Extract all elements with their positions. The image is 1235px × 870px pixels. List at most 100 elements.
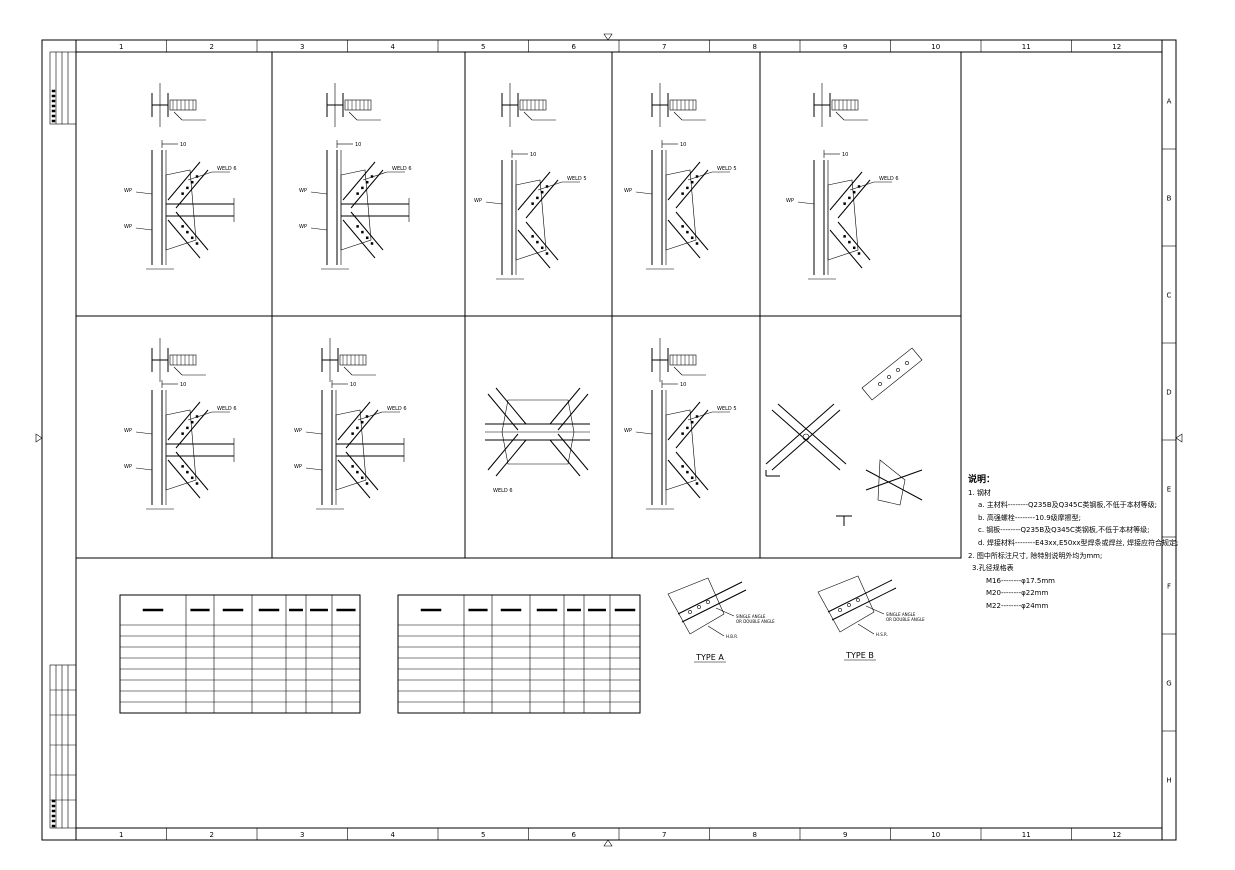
bolt-mark bbox=[186, 230, 189, 234]
bolt-mark bbox=[360, 420, 364, 424]
bolt-mark bbox=[181, 432, 184, 435]
leader-line bbox=[348, 111, 358, 121]
bolt-mark bbox=[186, 426, 189, 430]
lower-brace bbox=[667, 211, 709, 259]
column-label-bottom: 8 bbox=[753, 831, 757, 839]
weld-leader bbox=[357, 411, 383, 421]
angle-member bbox=[677, 581, 747, 623]
leader-line bbox=[173, 366, 183, 376]
lower-brace bbox=[167, 451, 209, 499]
bolt bbox=[847, 603, 851, 607]
x-brace-sketch bbox=[765, 347, 923, 526]
brace-leg bbox=[487, 433, 527, 477]
strip-glyph bbox=[51, 114, 56, 118]
wp-leader bbox=[135, 191, 153, 195]
column-label-bottom: 12 bbox=[1112, 831, 1121, 839]
weld-label: WELD 5 bbox=[567, 176, 587, 182]
gusset-plate bbox=[335, 409, 367, 491]
weld-label: WELD 6 bbox=[387, 406, 407, 412]
splice-plate bbox=[169, 99, 197, 111]
bolt-mark bbox=[190, 180, 194, 184]
strip-glyph bbox=[51, 89, 56, 93]
bolt-mark bbox=[195, 242, 199, 245]
column-label-top: 3 bbox=[300, 43, 304, 51]
bolt-mark bbox=[361, 230, 364, 234]
column-label-bottom: 5 bbox=[481, 831, 485, 839]
wp-leader bbox=[310, 227, 328, 231]
wp-label: WP bbox=[624, 428, 632, 434]
bolt-mark bbox=[356, 192, 359, 195]
bolt-mark bbox=[370, 242, 374, 245]
cell-text-mark bbox=[289, 608, 303, 612]
dim-text: 10 bbox=[180, 142, 186, 148]
gusset-sketch bbox=[877, 459, 906, 506]
strip-glyph bbox=[51, 799, 56, 803]
bolt-mark bbox=[690, 180, 694, 184]
column-label-top: 4 bbox=[391, 43, 396, 51]
label-leader bbox=[865, 605, 885, 615]
drawing-frame bbox=[35, 33, 1183, 847]
connection-type-caption: TYPE A bbox=[695, 653, 724, 662]
bolt-mark bbox=[536, 240, 539, 244]
connection-label: H.S.R. bbox=[876, 632, 888, 637]
upper-brace bbox=[337, 401, 379, 449]
row-label: C bbox=[1167, 292, 1172, 300]
column-label-bottom: 6 bbox=[572, 831, 577, 839]
bolt bbox=[706, 600, 710, 604]
note-line: 3.孔径规格表 bbox=[972, 564, 1014, 573]
x-brace-node: WELD 6 bbox=[485, 387, 590, 494]
dim-text: 10 bbox=[180, 382, 186, 388]
bolt-mark bbox=[690, 236, 694, 240]
bolt-hole bbox=[905, 361, 909, 365]
wp-leader bbox=[305, 467, 323, 471]
outer-border bbox=[41, 39, 1177, 841]
bolt bbox=[697, 605, 701, 609]
column-label-bottom: 10 bbox=[931, 831, 940, 839]
wp-label: WP bbox=[124, 188, 132, 194]
leader-line bbox=[343, 366, 353, 376]
member-tables bbox=[119, 594, 641, 714]
bolt-mark bbox=[190, 236, 194, 240]
bolt-mark bbox=[186, 470, 189, 474]
splice-plate bbox=[669, 99, 697, 111]
weld-leader bbox=[362, 171, 388, 181]
column-label-bottom: 1 bbox=[119, 831, 123, 839]
wp-leader bbox=[310, 191, 328, 195]
column-label-top: 1 bbox=[119, 43, 123, 51]
cell-text-mark bbox=[142, 608, 164, 612]
note-line: c. 钢板--------Q235B及Q345C类钢板,不低于本材等级; bbox=[978, 526, 1150, 535]
member-table bbox=[119, 594, 361, 714]
left-center-mark bbox=[35, 433, 43, 443]
bolt-mark bbox=[545, 252, 549, 255]
inner-border bbox=[75, 51, 1163, 829]
dim-text: 10 bbox=[680, 382, 686, 388]
bolt bbox=[688, 610, 692, 614]
wp-leader bbox=[135, 227, 153, 231]
bolt-mark bbox=[365, 482, 369, 485]
cell-text-mark bbox=[567, 608, 581, 612]
bolt-mark bbox=[695, 482, 699, 485]
strip-glyph bbox=[51, 99, 56, 103]
member-sketch bbox=[861, 347, 923, 401]
label-leader bbox=[707, 625, 725, 637]
bolt-mark bbox=[686, 230, 689, 234]
bolt-mark bbox=[848, 240, 851, 244]
dim-text: 10 bbox=[350, 382, 356, 388]
weld-leader bbox=[687, 411, 713, 421]
row-label: H bbox=[1166, 777, 1171, 785]
tee-symbol bbox=[836, 515, 852, 526]
dim-text: 10 bbox=[530, 152, 536, 158]
column-label-top: 2 bbox=[210, 43, 214, 51]
bolt-mark bbox=[351, 465, 354, 468]
table-border bbox=[397, 594, 641, 714]
bolt-hole bbox=[896, 368, 900, 372]
top-center-mark bbox=[603, 33, 613, 41]
weld-label: WELD 6 bbox=[392, 166, 412, 172]
bolt-mark bbox=[356, 470, 359, 474]
weld-leader bbox=[687, 171, 713, 181]
bolt-mark bbox=[540, 190, 544, 194]
notes-title: 说明： bbox=[968, 475, 996, 485]
column-label-bottom: 4 bbox=[391, 831, 396, 839]
